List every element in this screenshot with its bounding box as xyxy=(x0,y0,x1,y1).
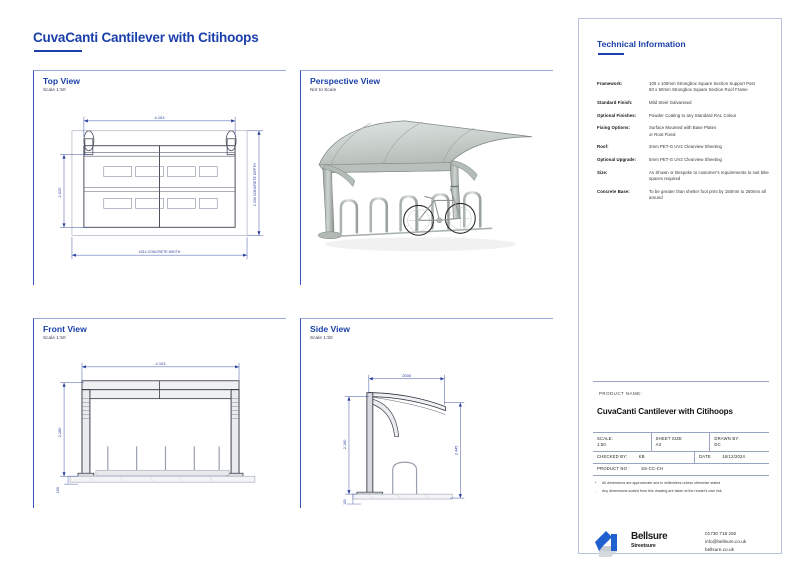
spec-value: 5mm PET-G UV2 Clearview Sheeting xyxy=(649,157,723,163)
title-block-divider xyxy=(593,381,769,382)
date-label: DATE xyxy=(699,454,711,460)
panel-perspective-view-scale: Not to Scale xyxy=(310,87,337,92)
table-row: PRODUCT NO : SS-CC-CH xyxy=(593,464,769,477)
side-view-drawing: 2000 2.180 xyxy=(301,341,553,508)
note-item: - Any dimensions scaled from this drawin… xyxy=(595,489,775,495)
top-view-drawing: 4.103 2.020 xyxy=(34,93,286,285)
product-name-label: PRODUCT NAME: xyxy=(599,391,643,396)
spec-label: Size: xyxy=(597,169,608,175)
drawn-by-cell: DRAWN BY: DC xyxy=(710,433,769,451)
perspective-view-render xyxy=(301,93,553,285)
spec-row: Size: As Shown or Bespoke to customer's … xyxy=(597,170,769,182)
panel-perspective-view-title: Perspective View xyxy=(310,76,381,86)
spec-label: Standard Finish: xyxy=(597,99,633,105)
brand-name: Bellsure xyxy=(631,531,668,542)
panel-side-view: Side View Scale 1:50 xyxy=(300,318,553,508)
brand-tagline: Streetsure xyxy=(631,543,656,549)
spec-value: 100 x 100mm Strongbox Square Section Sup… xyxy=(649,81,755,93)
spec-row: Concrete Base: To be greater than shelte… xyxy=(597,189,769,201)
product-name-value: CuvaCanti Cantilever with Citihoops xyxy=(597,407,733,416)
scale-cell: SCALE: 1:50 xyxy=(593,433,652,451)
scale-value: 1:50 xyxy=(597,441,606,447)
front-view-drawing: 4.103 2.180 150 xyxy=(34,341,286,508)
scale-label: SCALE: xyxy=(597,435,614,441)
sheet-size-value: A3 xyxy=(655,441,662,447)
dim-top-depth: 2.020 xyxy=(57,187,62,198)
spec-label: Framework: xyxy=(597,81,623,86)
product-no-cell: PRODUCT NO : SS-CC-CH xyxy=(593,464,769,475)
bellsure-logo-icon xyxy=(593,529,627,559)
product-no-label: PRODUCT NO : xyxy=(597,466,630,472)
title-underline xyxy=(34,50,82,52)
technical-heading-underline xyxy=(598,53,624,55)
spec-row: Optional Upgrade: 5mm PET-G UV2 Clearvie… xyxy=(597,157,769,163)
table-row: CHECKED BY: KB DATE 16/12/2024 xyxy=(593,451,769,464)
checked-by-value: KB xyxy=(638,454,645,460)
brand-text: Bellsure Streetsure xyxy=(631,531,668,550)
spec-row: Optional Finishes: Powder Coating to any… xyxy=(597,113,769,119)
panel-front-view-title: Front View xyxy=(43,324,87,334)
spec-label: Fixing Options: xyxy=(597,125,631,131)
spec-value: To be greater than shelter foot print by… xyxy=(649,188,766,200)
dim-front-base: 150 xyxy=(56,487,60,493)
panel-front-view: Front View Scale 1:50 xyxy=(33,318,286,508)
spec-value: Powder Coating to any Standard RAL Colou… xyxy=(649,112,737,118)
spec-label: Concrete Base: xyxy=(597,188,630,194)
spec-label: Optional Upgrade: xyxy=(597,157,637,163)
note-item: * All dimensions are approximate and in … xyxy=(595,481,775,487)
dim-side-base: 150 xyxy=(343,499,347,505)
table-row: SCALE: 1:50 SHEET SIZE A3 DRAWN BY: DC xyxy=(593,433,769,452)
spec-row: Framework: 100 x 100mm Strongbox Square … xyxy=(597,81,769,93)
page-title: CuvaCanti Cantilever with Citihoops xyxy=(33,30,259,45)
specification-table: Framework: 100 x 100mm Strongbox Square … xyxy=(597,81,769,208)
note-text: All dimensions are approximate and in mi… xyxy=(602,481,721,485)
spec-value: As Shown or Bespoke to customer's requir… xyxy=(649,169,769,181)
panel-perspective-view: Perspective View Not to Scale xyxy=(300,70,553,285)
panel-top-view-scale: Scale 1:50 xyxy=(43,87,66,92)
contact-website[interactable]: bellsure.co.uk xyxy=(705,546,734,552)
spec-row: Fixing Options: Surface Mounted with Bas… xyxy=(597,125,769,137)
dim-top-width: 4.103 xyxy=(155,115,166,120)
spec-label: Roof: xyxy=(597,144,609,150)
spec-row: Standard Finish: Mild Steel Galvanised xyxy=(597,100,769,106)
technical-information-panel: Technical Information Framework: 100 x 1… xyxy=(578,18,782,557)
panel-top-view: Top View Scale 1:50 xyxy=(33,70,286,285)
dim-top-concrete-depth: 2.330 CONCRETE DEPTH xyxy=(253,163,257,207)
note-bullet: * xyxy=(595,481,597,485)
contact-phone: 01730 718 292 xyxy=(705,531,737,536)
contact-email[interactable]: info@bellsure.co.uk xyxy=(705,538,747,544)
dim-side-roof-span: 2000 xyxy=(402,373,412,378)
drawing-area: CuvaCanti Cantilever with Citihoops Top … xyxy=(33,30,553,508)
drawn-by-label: DRAWN BY: xyxy=(714,435,740,441)
checked-by-cell: CHECKED BY: KB xyxy=(593,451,696,463)
product-no-value: SS-CC-CH xyxy=(641,466,664,472)
drawn-by-value: DC xyxy=(714,441,721,447)
note-text: Any dimensions scaled from this drawing … xyxy=(602,488,722,493)
technical-information-heading: Technical Information xyxy=(597,39,686,49)
notes-list: * All dimensions are approximate and in … xyxy=(595,481,775,496)
panel-side-view-scale: Scale 1:50 xyxy=(310,335,333,340)
date-cell: DATE 16/12/2024 xyxy=(695,452,769,463)
panel-top-view-title: Top View xyxy=(43,76,80,86)
note-bullet: - xyxy=(595,488,597,493)
spec-label: Optional Finishes: xyxy=(597,112,637,118)
company-branding: Bellsure Streetsure 01730 718 292 info@b… xyxy=(593,527,773,567)
dim-side-post-height: 2.180 xyxy=(343,440,347,449)
dim-front-width: 4.103 xyxy=(156,361,167,366)
sheet-size-cell: SHEET SIZE A3 xyxy=(652,433,711,451)
dim-side-overall-height: 2.445 xyxy=(454,446,458,455)
panel-side-view-title: Side View xyxy=(310,324,350,334)
dim-front-height: 2.180 xyxy=(57,427,62,438)
contact-details: 01730 718 292 info@bellsure.co.uk bellsu… xyxy=(705,530,746,553)
panel-front-view-scale: Scale 1:50 xyxy=(43,335,66,340)
title-block-table: SCALE: 1:50 SHEET SIZE A3 DRAWN BY: DC C… xyxy=(593,432,769,477)
checked-by-label: CHECKED BY: xyxy=(597,454,628,460)
spec-value: Mild Steel Galvanised xyxy=(649,99,692,105)
dim-top-concrete-width: 4314 CONCRETE WIDTH xyxy=(139,250,181,254)
sheet-size-label: SHEET SIZE xyxy=(655,435,683,441)
spec-row: Roof: 3mm PET-G UV2 Clearview Sheeting xyxy=(597,144,769,150)
date-value: 16/12/2024 xyxy=(722,454,746,460)
spec-value: Surface Mounted with Base Plates or Root… xyxy=(649,125,717,137)
spec-value: 3mm PET-G UV2 Clearview Sheeting xyxy=(649,144,723,150)
